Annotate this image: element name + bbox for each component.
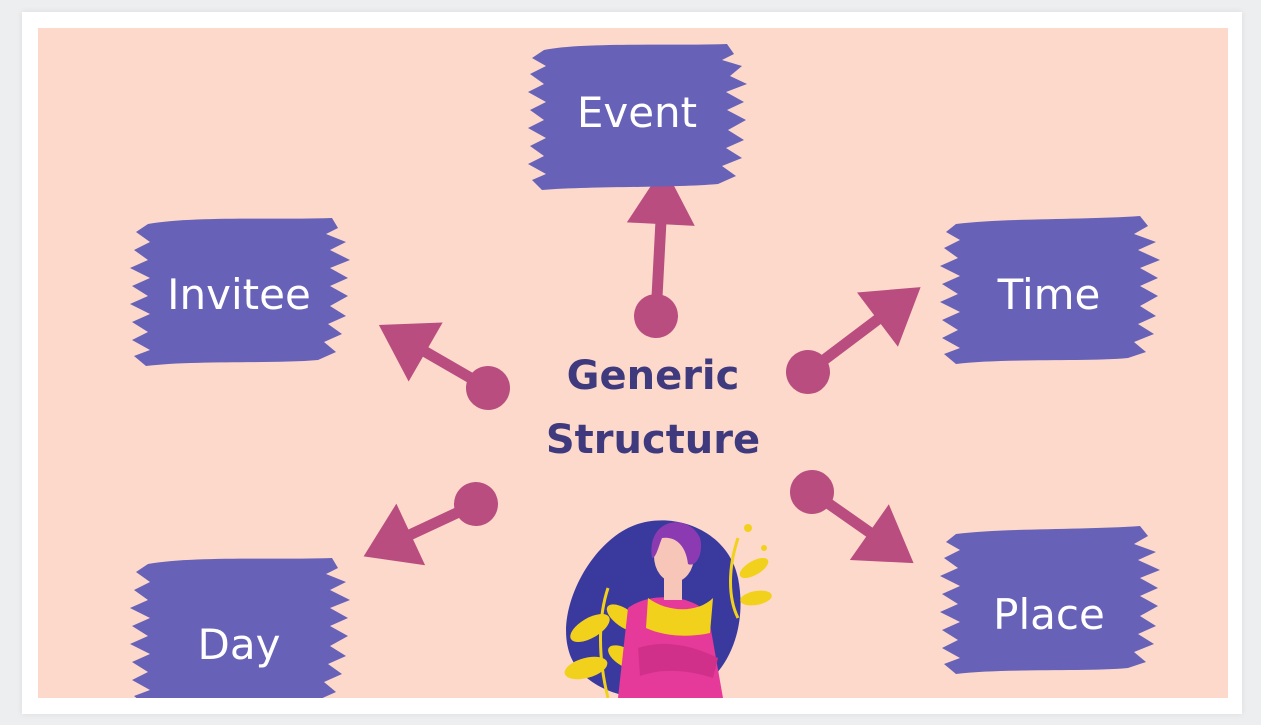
leaf-right-icon	[729, 524, 772, 619]
arrow-to-event	[626, 166, 695, 338]
center-title: Generic Structure	[518, 344, 788, 472]
diagram-canvas: Event Invitee Time Day	[38, 28, 1228, 698]
brush-stroke-shape	[130, 558, 350, 698]
node-label-time: Time	[997, 270, 1101, 319]
center-title-line-2: Structure	[545, 417, 761, 463]
arrow-to-time	[786, 287, 921, 394]
node-label-place: Place	[993, 590, 1105, 639]
node-invitee: Invitee	[124, 208, 354, 378]
node-event: Event	[522, 36, 752, 206]
center-title-line-1: Generic	[566, 353, 740, 399]
brush-stroke-shape	[940, 216, 1160, 364]
node-time: Time	[934, 208, 1164, 378]
node-label-day: Day	[197, 620, 281, 669]
node-label-invitee: Invitee	[167, 270, 311, 319]
arrow-to-place	[790, 470, 914, 564]
brush-stroke-shape	[528, 44, 747, 190]
node-label-event: Event	[576, 88, 698, 137]
arrow-to-day	[363, 482, 498, 566]
brush-stroke-shape	[130, 218, 350, 366]
node-day: Day	[124, 548, 354, 698]
arrow-to-invitee	[378, 322, 510, 410]
arrows-layer	[363, 166, 921, 566]
brush-stroke-shape	[940, 526, 1160, 674]
slide-frame: Event Invitee Time Day	[22, 12, 1242, 714]
node-place: Place	[934, 518, 1164, 688]
person-illustration	[564, 520, 772, 698]
